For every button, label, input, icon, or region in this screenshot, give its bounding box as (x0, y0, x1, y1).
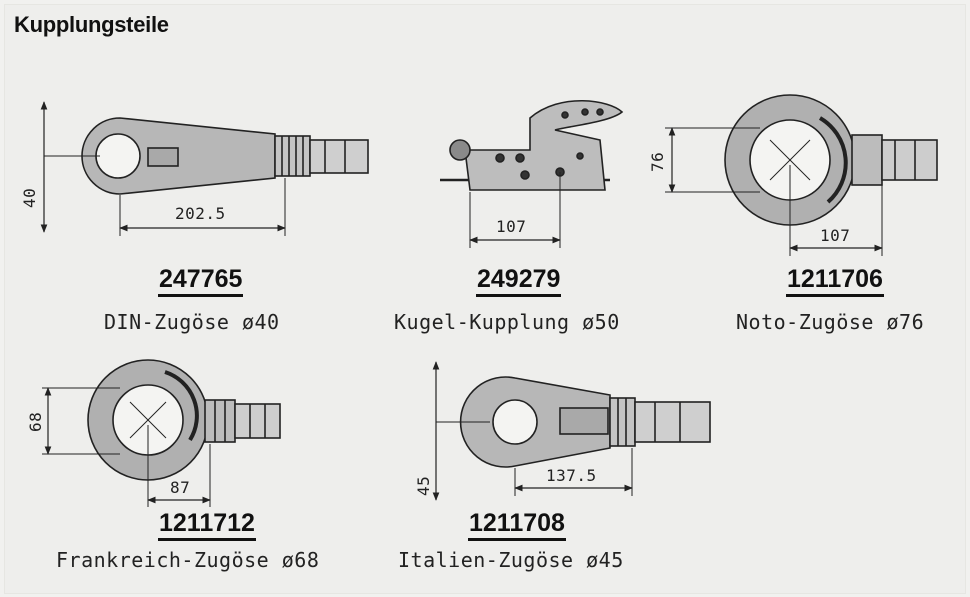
italy-eye-drawing (432, 361, 711, 501)
part-number-249279: 249279 (476, 266, 562, 297)
ball-coupling-drawing (440, 100, 624, 248)
part-label-noto: Noto-Zugöse ø76 (736, 310, 925, 334)
noto-eye-drawing (665, 94, 938, 256)
part-number-247765: 247765 (158, 266, 244, 297)
din-dim-width: 202.5 (175, 204, 226, 223)
part-label-ball: Kugel-Kupplung ø50 (394, 310, 620, 334)
part-label-italy: Italien-Zugöse ø45 (398, 548, 624, 572)
part-number-1211712: 1211712 (158, 510, 256, 541)
noto-dim-width: 107 (820, 226, 851, 245)
france-eye-drawing (42, 359, 281, 507)
part-number-1211706: 1211706 (786, 266, 884, 297)
part-label-din: DIN-Zugöse ø40 (104, 310, 280, 334)
france-dim-width: 87 (170, 478, 191, 497)
italy-dim-width: 137.5 (546, 466, 597, 485)
italy-dim-height: 45 (414, 475, 433, 496)
din-dim-height: 40 (20, 187, 39, 208)
ball-dim-width: 107 (496, 217, 527, 236)
noto-dim-height: 76 (648, 151, 667, 172)
part-number-1211708: 1211708 (468, 510, 566, 541)
france-dim-height: 68 (26, 411, 45, 432)
part-label-france: Frankreich-Zugöse ø68 (56, 548, 320, 572)
page-title: Kupplungsteile (14, 12, 169, 37)
din-eye-drawing (40, 101, 369, 236)
